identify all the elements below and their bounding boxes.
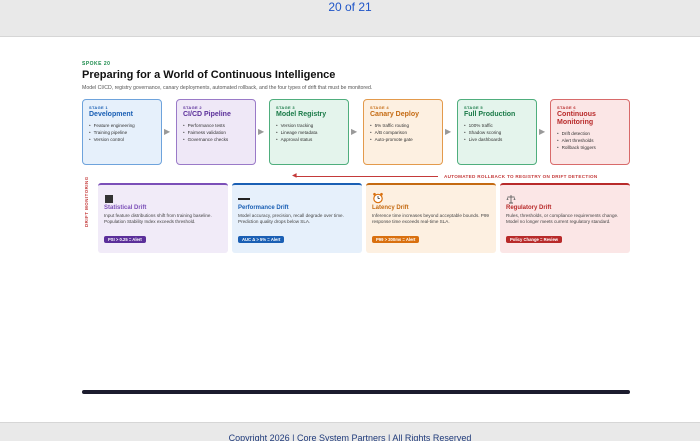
rollback-arrow-head-icon: ◀ bbox=[292, 173, 297, 179]
balance-scale-icon bbox=[506, 191, 624, 204]
slide-subtitle: Model CI/CD, registry governance, canary… bbox=[82, 85, 373, 91]
stage-number: STAGE 6 bbox=[557, 105, 576, 110]
stage-item: Rollback triggers bbox=[557, 144, 623, 151]
stage-items: Performance testsFairness validationGove… bbox=[183, 122, 249, 143]
drift-card-title: Performance Drift bbox=[238, 205, 289, 211]
stage-item: Shadow scoring bbox=[464, 129, 530, 136]
stage-name: Canary Deploy bbox=[370, 111, 420, 118]
alarm-clock-icon bbox=[372, 191, 490, 204]
stage-item: Fairness validation bbox=[183, 129, 249, 136]
stage-name: CI/CD Pipeline bbox=[183, 111, 231, 118]
stage-item: Live dashboards bbox=[464, 136, 530, 143]
stage-item: Lineage metadata bbox=[276, 129, 342, 136]
stage-item: 5% traffic routing bbox=[370, 122, 436, 129]
drift-card-description: Rules, thresholds, or compliance require… bbox=[506, 213, 619, 224]
drift-card-description: Input feature distributions shift from t… bbox=[104, 213, 212, 224]
rollback-arrow-line bbox=[296, 176, 438, 177]
alert-threshold-badge: Policy Change = Review bbox=[506, 236, 563, 243]
page-counter: 20 of 21 bbox=[328, 0, 372, 14]
stage-card: STAGE 1DevelopmentFeature engineeringTra… bbox=[82, 99, 162, 165]
stage-card: STAGE 2CI/CD PipelinePerformance testsFa… bbox=[176, 99, 256, 165]
stage-name: Full Production bbox=[464, 111, 516, 118]
eyebrow-label: SPOKE 20 bbox=[82, 61, 111, 67]
alert-threshold-badge: P99 > 200ms = Alert bbox=[372, 236, 420, 243]
stage-number: STAGE 1 bbox=[89, 105, 108, 110]
stage-arrow-icon: ▶ bbox=[351, 127, 358, 136]
stage-arrow-icon: ▶ bbox=[258, 127, 265, 136]
bottom-bar bbox=[82, 390, 630, 394]
stage-item: Training pipeline bbox=[89, 129, 155, 136]
stage-items: Drift detectionAlert thresholdsRollback … bbox=[557, 130, 623, 151]
stage-item: Version tracking bbox=[276, 122, 342, 129]
copyright-footer: Copyright 2026 | Core System Partners | … bbox=[228, 433, 472, 441]
rollback-label: AUTOMATED ROLLBACK TO REGISTRY ON DRIFT … bbox=[444, 174, 598, 179]
stage-item: Auto-promote gate bbox=[370, 136, 436, 143]
stage-items: 5% traffic routingA/B comparisonAuto-pro… bbox=[370, 122, 436, 143]
stage-number: STAGE 2 bbox=[183, 105, 202, 110]
drift-card-title: Regulatory Drift bbox=[506, 205, 552, 211]
stage-number: STAGE 5 bbox=[464, 105, 483, 110]
drift-card-title: Statistical Drift bbox=[104, 205, 147, 211]
stage-arrow-icon: ▶ bbox=[539, 127, 546, 136]
stage-name: Model Registry bbox=[276, 111, 327, 118]
stage-item: Drift detection bbox=[557, 130, 623, 137]
stage-item: Governance checks bbox=[183, 136, 249, 143]
stage-item: 100% traffic bbox=[464, 122, 530, 129]
stage-item: Approval status bbox=[276, 136, 342, 143]
drift-card-title: Latency Drift bbox=[372, 205, 409, 211]
stage-items: 100% trafficShadow scoringLive dashboard… bbox=[464, 122, 530, 143]
alert-threshold-badge: AUC Δ > 5% = Alert bbox=[238, 236, 285, 243]
drift-monitoring-label: DRIFT MONITORING bbox=[84, 176, 89, 227]
stage-items: Feature engineeringTraining pipelineVers… bbox=[89, 122, 155, 143]
slide: SPOKE 20 Preparing for a World of Contin… bbox=[0, 36, 700, 423]
slide-title: Preparing for a World of Continuous Inte… bbox=[82, 69, 336, 81]
trend-line-icon bbox=[238, 191, 356, 203]
drift-card-description: Model accuracy, precision, recall degrad… bbox=[238, 213, 344, 224]
stage-item: Alert thresholds bbox=[557, 137, 623, 144]
drift-card-description: Inference time increases beyond acceptab… bbox=[372, 213, 489, 224]
alert-threshold-badge: PSI > 0.25 = Alert bbox=[104, 236, 146, 243]
stage-item: Version control bbox=[89, 136, 155, 143]
stage-arrow-icon: ▶ bbox=[164, 127, 171, 136]
stage-item: A/B comparison bbox=[370, 129, 436, 136]
stage-number: STAGE 3 bbox=[276, 105, 295, 110]
stage-items: Version trackingLineage metadataApproval… bbox=[276, 122, 342, 143]
stage-name: Continuous Monitoring bbox=[557, 111, 596, 126]
stage-number: STAGE 4 bbox=[370, 105, 389, 110]
stage-name: Development bbox=[89, 111, 133, 118]
stage-item: Feature engineering bbox=[89, 122, 155, 129]
stage-arrow-icon: ▶ bbox=[445, 127, 452, 136]
bar-chart-icon bbox=[104, 191, 222, 203]
stage-item: Performance tests bbox=[183, 122, 249, 129]
